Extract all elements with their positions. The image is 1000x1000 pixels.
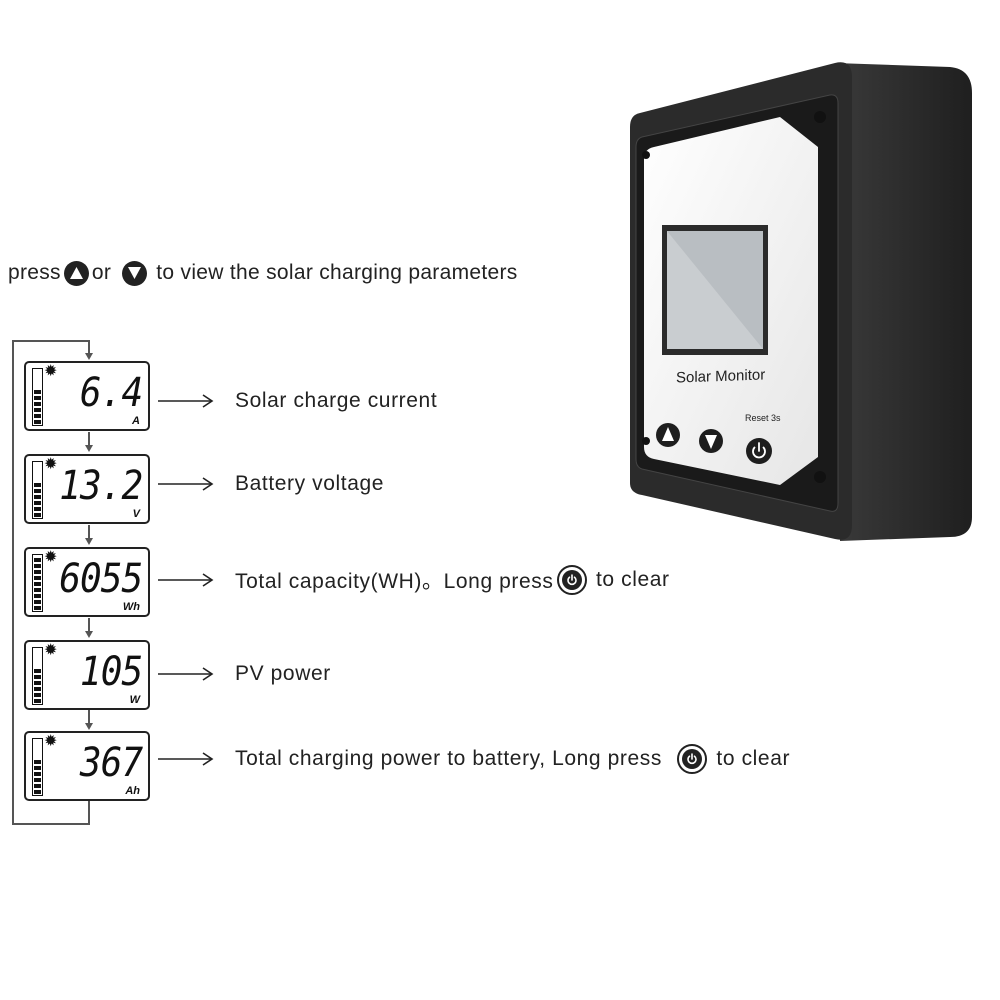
solar-monitor-device [630,62,972,541]
lcd-value: 6055 [58,556,143,602]
lcd-value: 6.4 [79,370,143,416]
battery-level-icon [32,738,43,796]
lcd-screen-solar-current: ✹ 6.4 A [24,361,150,431]
description-total-capacity: Total capacity(WH)。Long press to clear [235,563,670,597]
lcd-value: 13.2 [58,463,143,509]
battery-level-icon [32,647,43,705]
up-button-icon [63,260,89,286]
instruction-text: press or to view the solar charging para… [8,258,518,288]
battery-level-icon [32,461,43,519]
lcd-unit: A [132,415,140,427]
arrow-right-icon [158,477,214,491]
arrow-right-icon [158,752,214,766]
lcd-screen-pv-power: ✹ 105 W [24,640,150,710]
lcd-value: 367 [79,740,143,786]
lcd-unit: W [129,694,140,706]
device-label: Solar Monitor [676,366,766,387]
sun-icon: ✹ [44,363,58,380]
sun-icon: ✹ [44,549,58,566]
description-battery-voltage: Battery voltage [235,472,385,495]
description-pv-power: PV power [235,662,331,685]
lcd-screen-total-capacity: ✹ 6055 Wh [24,547,150,617]
battery-level-icon [32,368,43,426]
power-icon [556,565,587,595]
lcd-unit: Ah [125,785,140,797]
instruction-suffix: to view the solar charging parameters [150,261,518,284]
sun-icon: ✹ [44,456,58,473]
reset-label: Reset 3s [745,413,781,423]
description-total-charging: Total charging power to battery, Long pr… [235,742,790,776]
lcd-screen-total-charging: ✹ 367 Ah [24,731,150,801]
description-solar-current: Solar charge current [235,389,438,412]
battery-level-icon [32,554,43,612]
lcd-value: 105 [79,649,143,695]
lcd-screen-battery-voltage: ✹ 13.2 V [24,454,150,524]
lcd-unit: Wh [122,601,140,613]
lcd-unit: V [132,508,140,520]
instruction-prefix: press [8,261,61,284]
instruction-middle: or [91,261,112,284]
sun-icon: ✹ [44,642,58,659]
arrow-right-icon [158,573,214,587]
down-button-icon [122,260,148,286]
arrow-right-icon [158,394,214,408]
sun-icon: ✹ [44,733,58,750]
arrow-right-icon [158,667,214,681]
power-icon [676,744,707,774]
